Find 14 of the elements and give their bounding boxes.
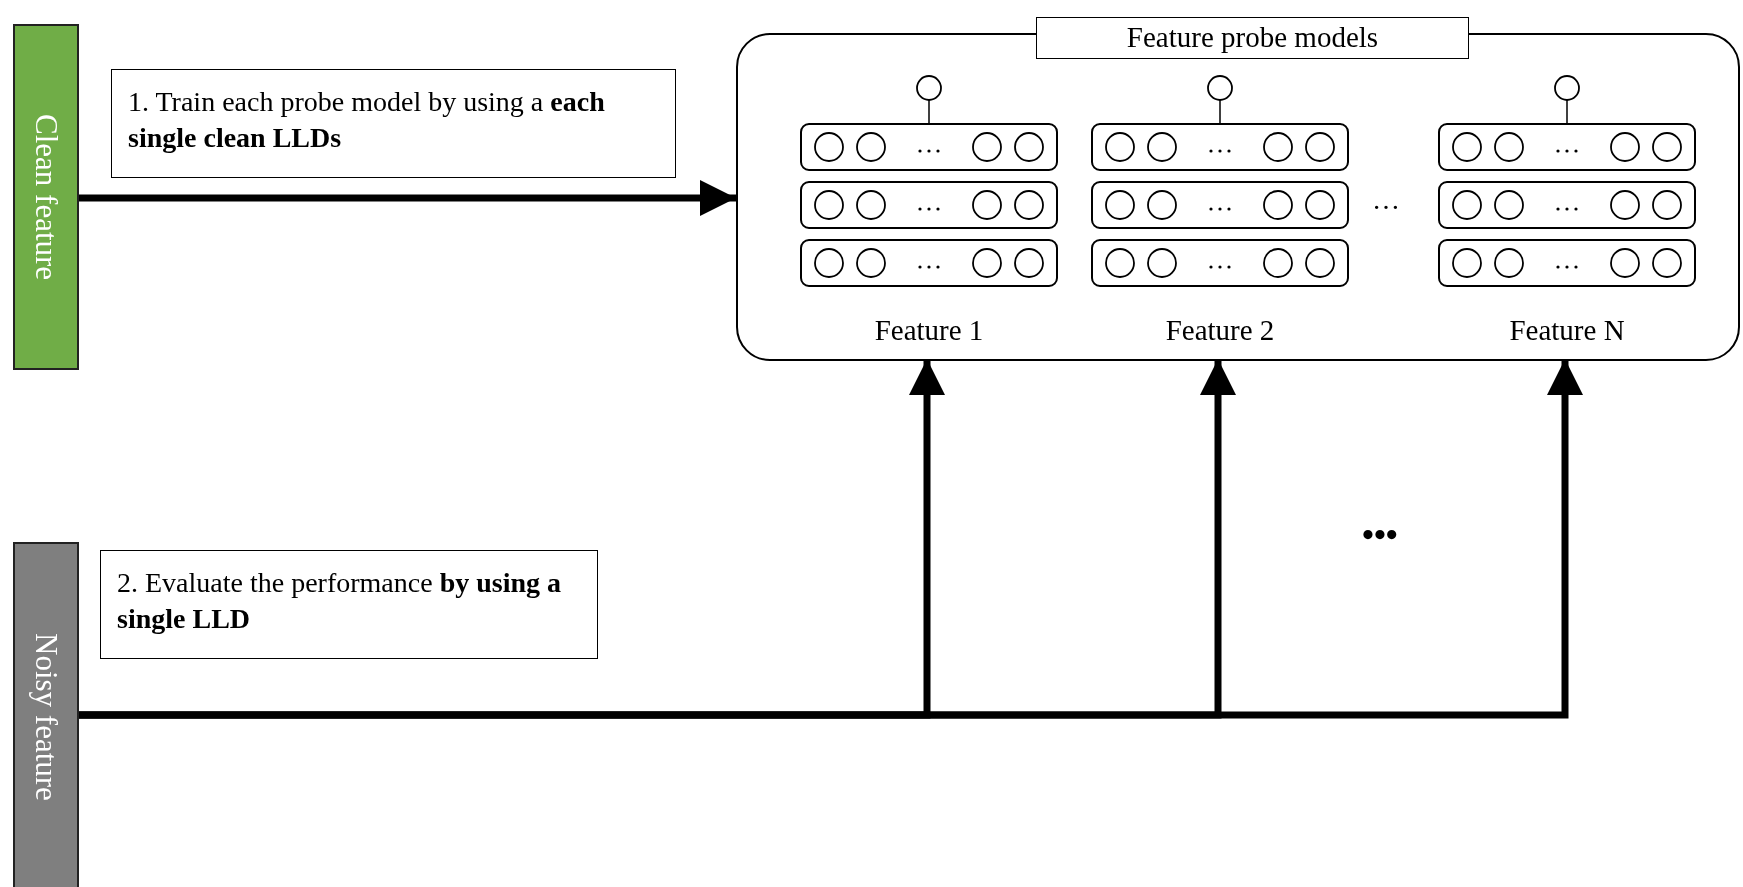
ellipsis-mark: … <box>1372 184 1400 216</box>
ellipsis-mark: ••• <box>1362 516 1398 554</box>
step-note: 1. Train each probe model by using a each single clean LLDs <box>111 69 676 178</box>
step-note: 2. Evaluate the performance by using a single LLD <box>100 550 598 659</box>
bar-label: Noisy feature <box>28 633 64 801</box>
feature-label: Feature 1 <box>873 313 985 347</box>
noisy-feature-bar <box>13 542 79 887</box>
clean-feature-bar <box>13 24 79 370</box>
group-title: Feature probe models <box>1036 17 1469 59</box>
feature-label: Feature 2 <box>1164 313 1276 347</box>
bar-label: Clean feature <box>28 113 64 281</box>
feature-label: Feature N <box>1508 313 1626 347</box>
arrow <box>79 359 1583 719</box>
arrow <box>79 180 736 216</box>
